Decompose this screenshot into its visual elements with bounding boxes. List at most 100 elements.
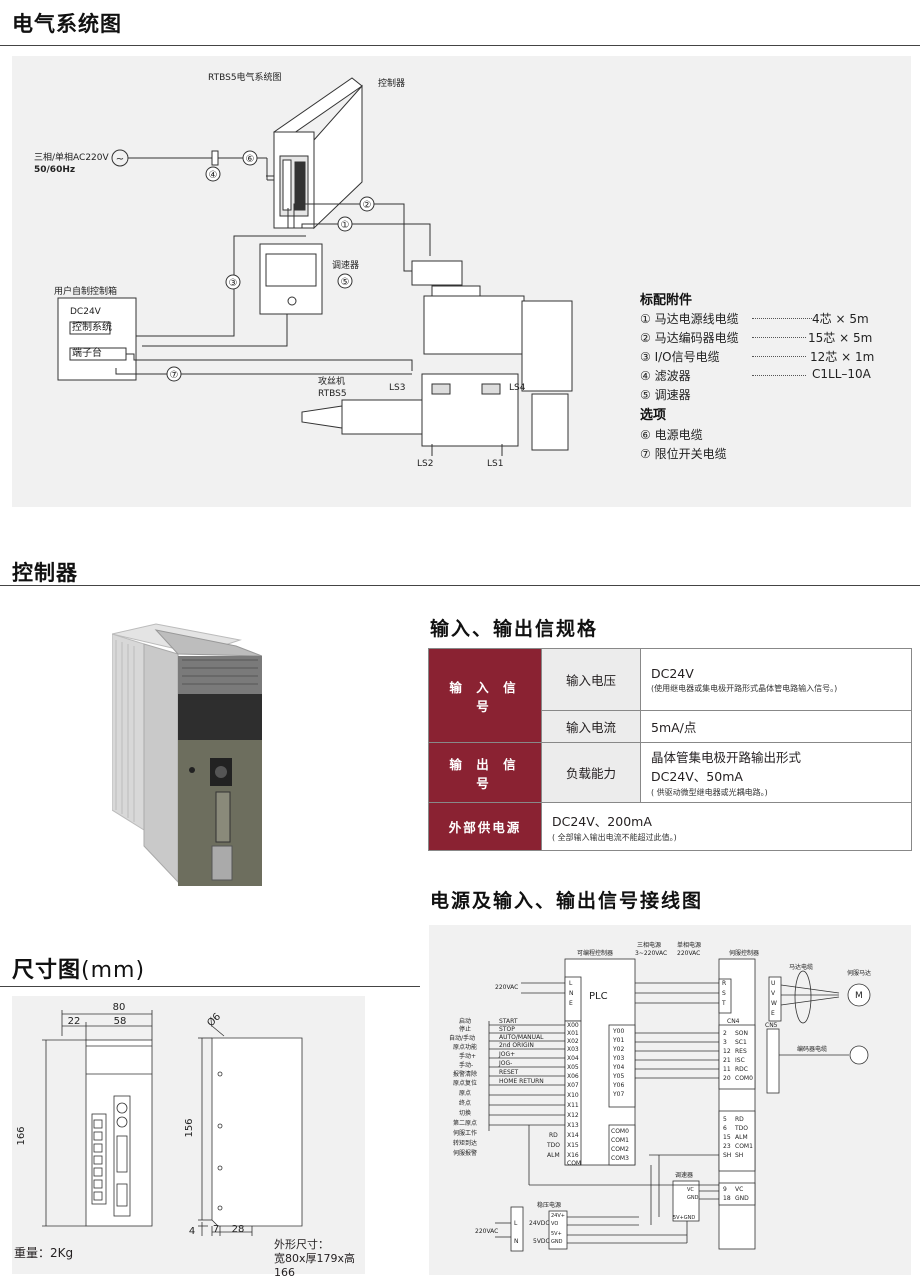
plc-n-label: N <box>569 990 574 997</box>
marker-6: ⑥ <box>246 154 255 165</box>
cn4-label: CN4 <box>727 1018 740 1025</box>
io-spec-table: 输 入 信 号 输入电压 DC24V (使用继电器或集电极开路形式晶体管电路输入… <box>428 648 912 851</box>
y-label: Y02 <box>612 1046 624 1053</box>
dimension-drawing: 80 22 58 166 156 Ø6 4 7 28 <box>16 1002 303 1237</box>
accessory-spec: 15芯 × 5m <box>808 331 873 345</box>
dim-d6: Ø6 <box>205 1011 224 1030</box>
accessory-item: ① 马达电源线电缆 <box>640 312 739 326</box>
cn4-pin: 12 <box>723 1048 731 1055</box>
section-title-controller: 控制器 <box>12 561 78 585</box>
speed-regulator-label: 调速器 <box>332 260 359 271</box>
psu-24v: 24VDC <box>529 1220 550 1227</box>
servo-label: 伺服控制器 <box>729 949 759 957</box>
servo-s-label: S <box>722 990 726 997</box>
dim-28: 28 <box>232 1224 245 1235</box>
func-label: HOME RETURN <box>499 1078 544 1085</box>
ext-power-value: DC24V、200mA <box>552 813 652 829</box>
x-label: X07 <box>567 1082 579 1089</box>
marker-1: ① <box>341 220 350 231</box>
power-label: 三相/单相AC220V <box>34 151 109 163</box>
y-label: Y00 <box>612 1028 624 1035</box>
regulator-5v: 5V+GND <box>673 1215 695 1221</box>
dim-166: 166 <box>16 1126 27 1145</box>
dimensions-title: 尺寸图 <box>12 958 82 983</box>
section-title-electrical: 电气系统图 <box>12 12 122 36</box>
leader-dots <box>752 318 812 319</box>
marker-3: ③ <box>229 278 238 289</box>
cn4-pin: 21 <box>723 1057 731 1064</box>
y-label: Y06 <box>612 1082 624 1089</box>
y-label: Y07 <box>612 1091 624 1098</box>
weight-label: 重量：2Kg <box>14 1246 74 1260</box>
x-label: X12 <box>567 1112 579 1119</box>
ext-power-note: ( 全部输入输出电流不能超过此值。) <box>552 832 677 842</box>
x-label: X10 <box>567 1092 579 1099</box>
left-label: 原点功能 <box>453 1043 477 1051</box>
left-label: 原点复位 <box>453 1079 477 1087</box>
outline-label: 外形尺寸： <box>274 1238 329 1251</box>
regulator-label: 调速器 <box>675 1171 693 1179</box>
ls2-label: LS2 <box>417 459 433 469</box>
power-freq-label: 50/60Hz <box>34 165 75 175</box>
x-label: X02 <box>567 1038 579 1045</box>
cn4-signal: SC1 <box>735 1039 747 1046</box>
psu-label: 稳压电源 <box>537 1201 561 1209</box>
controller-label: 控制器 <box>378 77 405 89</box>
leader-dots <box>752 375 806 376</box>
cn4-signal: RD <box>735 1116 744 1123</box>
dim-58: 58 <box>114 1016 127 1027</box>
ls4-label: LS4 <box>509 383 526 393</box>
dimensions-unit: (mm) <box>81 958 146 983</box>
input-voltage-label: 输入电压 <box>541 648 641 711</box>
func-label: START <box>499 1018 518 1025</box>
io-spec-title: 输入、输出信规格 <box>430 618 599 640</box>
x-label: X14 <box>567 1132 579 1139</box>
y-label: Y05 <box>612 1073 624 1080</box>
psu-ac-label: 220VAC <box>475 1228 498 1235</box>
ac220-label: 220VAC <box>495 984 518 991</box>
servo-u-label: U <box>771 980 775 987</box>
regulator-gnd: GND <box>687 1195 699 1201</box>
plc-text: PLC <box>589 991 608 1002</box>
accessory-item: ③ I/O信号电缆 <box>640 350 720 364</box>
psu-n-label: N <box>514 1238 519 1245</box>
dim-80: 80 <box>113 1002 126 1013</box>
motor-m-label: M <box>855 991 863 1001</box>
section-rule <box>0 986 420 987</box>
accessory-spec: 4芯 × 5m <box>812 312 869 326</box>
out-signal-label: RD <box>549 1132 558 1139</box>
accessory-item: ④ 滤波器 <box>640 369 691 383</box>
system-diagram-panel: ⑥ ② ① ③ ⑦ ④ ⑤ ~ RTBS5电气系统图 控制器 三相/单相AC22… <box>12 56 911 507</box>
psu-pin: 24V+ <box>551 1213 565 1219</box>
cn4-signal: COM1 <box>735 1143 753 1150</box>
left-label: 第二原点 <box>453 1119 477 1127</box>
psu-pin: 5V+ <box>551 1231 562 1237</box>
left-label: 停止 <box>459 1025 471 1033</box>
output-signal-header: 输 出 信 号 <box>428 742 542 803</box>
cn4-signal: ISC <box>735 1057 745 1064</box>
dim-22: 22 <box>68 1016 81 1027</box>
dimensions-panel: 80 22 58 166 156 Ø6 4 7 28 重量：2Kg 外形尺寸： … <box>12 996 365 1279</box>
cn4-pin: 3 <box>723 1039 727 1046</box>
func-label: JOG- <box>498 1060 512 1067</box>
table-row: 输 出 信 号 负载能力 晶体管集电极开路输出形式 DC24V、50mA ( 供… <box>428 742 912 803</box>
left-label: 报警清除 <box>453 1070 477 1078</box>
servo-w-label: W <box>771 1000 777 1007</box>
system-diagram: ⑥ ② ① ③ ⑦ ④ ⑤ ~ RTBS5电气系统图 控制器 三相/单相AC22… <box>34 71 573 469</box>
left-label: 手动+ <box>459 1052 476 1060</box>
ls1-label: LS1 <box>487 459 503 469</box>
wiring-title: 电源及输入、输出信号接线图 <box>430 890 704 912</box>
marker-7: ⑦ <box>170 370 179 381</box>
cn4-pin: SH <box>723 1152 731 1159</box>
cn4-signal: COM0 <box>735 1075 753 1082</box>
left-label: 原点 <box>459 1089 471 1097</box>
ls3-label: LS3 <box>389 383 405 393</box>
motor-cable-label: 马达电缆 <box>789 963 813 971</box>
leader-dots <box>752 337 806 338</box>
dim-4: 4 <box>189 1226 195 1237</box>
encoder-cable-label: 编码器电缆 <box>797 1045 827 1053</box>
left-label: 转矩到达 <box>453 1139 477 1147</box>
cn4-signal: SON <box>735 1030 748 1037</box>
input-voltage-cell: DC24V (使用继电器或集电极开路形式晶体管电路输入信号。) <box>640 648 912 711</box>
leader-dots <box>752 356 806 357</box>
